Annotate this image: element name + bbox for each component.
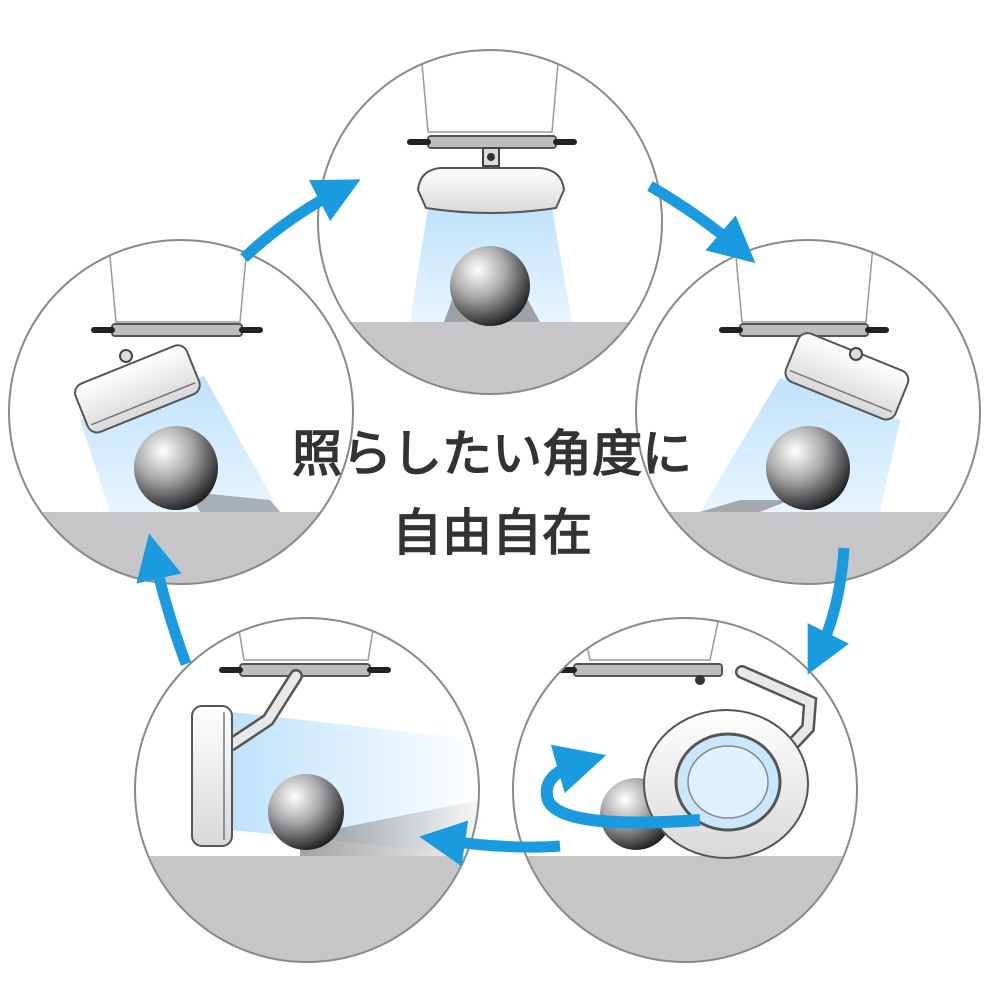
rotate-arrow-icon [540, 744, 701, 829]
panel-top [317, 49, 663, 395]
arrow-bottom-right-to-bottom-left-icon [419, 820, 561, 867]
arrow-right-to-bottom-right-icon [807, 547, 850, 675]
panel-bottom-left [134, 617, 480, 963]
caption-line-1: 照らしたい角度に [292, 425, 692, 483]
ball-icon [766, 426, 850, 510]
ball-icon [268, 774, 344, 850]
panel-left [8, 239, 354, 585]
arrow-top-to-right-icon [647, 181, 756, 264]
ball-icon [450, 246, 530, 326]
caption-line-2: 自由自在 [392, 504, 592, 562]
arrow-bottom-left-to-left-icon [136, 533, 192, 666]
ball-icon [134, 426, 218, 510]
arrow-left-to-top-icon [240, 179, 361, 262]
panel-bottom-right [512, 617, 858, 963]
